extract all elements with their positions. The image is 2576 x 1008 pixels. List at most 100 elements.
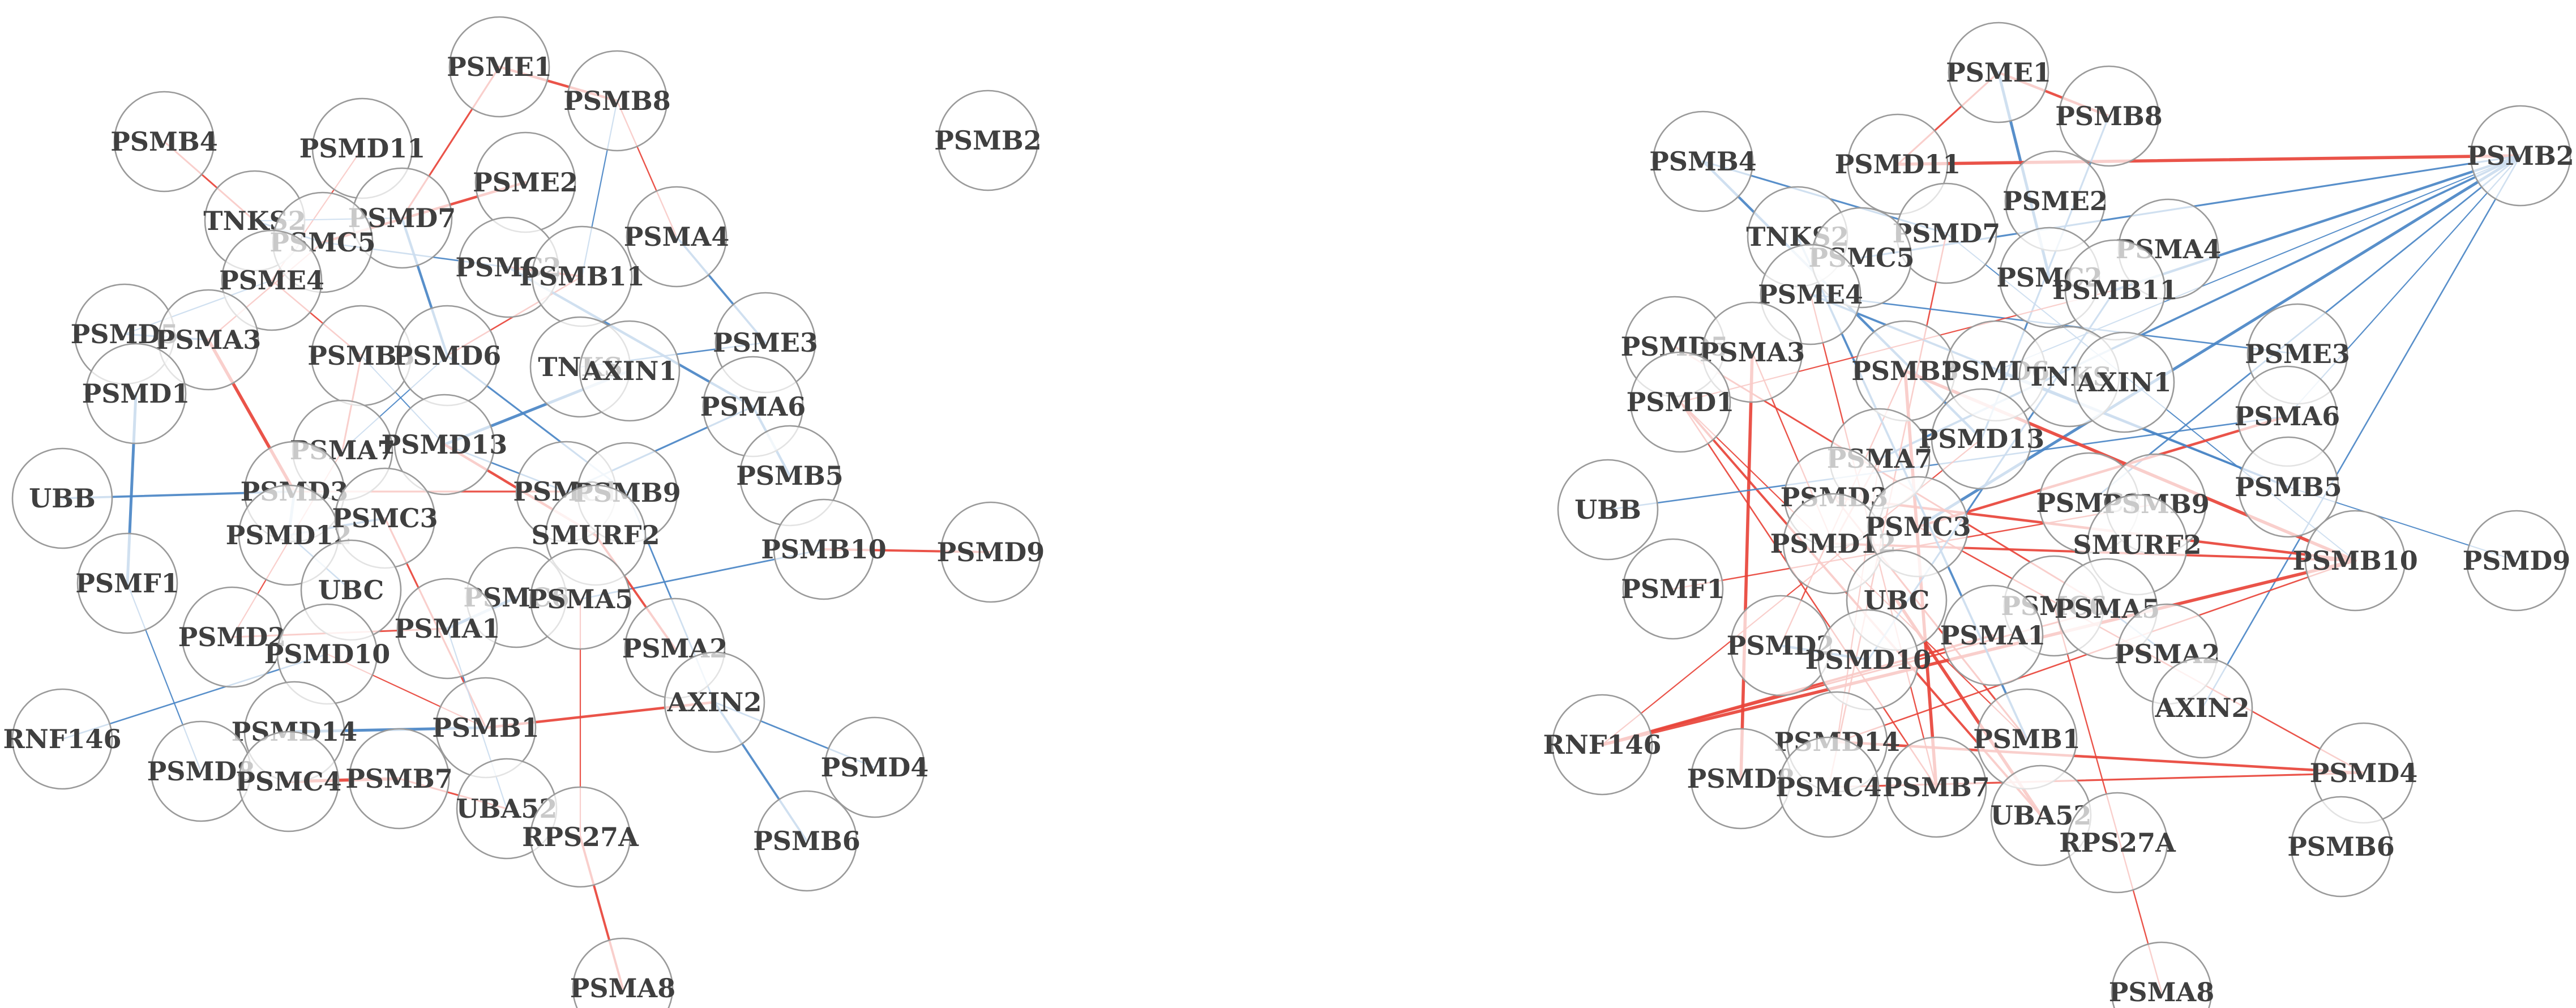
node-psmd7[interactable]: PSMD7	[348, 167, 456, 269]
node-label: PSMA6	[2235, 401, 2340, 432]
node-label: AXIN1	[2077, 367, 2172, 398]
node-psme2[interactable]: PSME2	[473, 131, 578, 233]
node-circle	[393, 394, 495, 496]
node-psmd2[interactable]: PSMD2	[1727, 595, 1835, 697]
node-psma5[interactable]: PSMA5	[528, 548, 633, 650]
node-label: PSMD9	[937, 537, 1045, 567]
node-psmb1[interactable]: PSMB1	[1973, 688, 2081, 790]
node-psmb7[interactable]: PSMB7	[345, 728, 453, 830]
node-psmd1[interactable]: PSMD1	[1627, 351, 1735, 453]
node-label: PSMB6	[753, 826, 861, 856]
node-ubb[interactable]: UBB	[11, 447, 113, 549]
node-psmd8[interactable]: PSMD8	[1687, 728, 1795, 830]
node-label: PSMB10	[2292, 545, 2418, 576]
node-label: PSMD9	[2463, 545, 2571, 576]
node-label: PSMB3	[1851, 356, 1959, 386]
node-label: PSMF1	[75, 568, 179, 599]
node-psma6[interactable]: PSMA6	[2235, 365, 2340, 467]
node-psmd4[interactable]: PSMD4	[821, 716, 929, 818]
edge-psmd1-psmb7	[1679, 401, 1937, 788]
node-psmd13[interactable]: PSMD13	[382, 394, 508, 496]
node-psma3[interactable]: PSMA3	[1700, 301, 1805, 403]
node-label: PSMB4	[1649, 146, 1757, 177]
node-label: PSMD8	[1687, 763, 1795, 794]
node-psme4[interactable]: PSME4	[219, 229, 324, 331]
node-psmd11[interactable]: PSMD11	[299, 97, 426, 199]
node-psmb2[interactable]: PSMB2	[934, 89, 1042, 191]
node-psmb11[interactable]: PSMB11	[2052, 239, 2178, 341]
node-psmb6[interactable]: PSMB6	[2287, 796, 2395, 898]
node-label: PSMA1	[1940, 620, 2046, 651]
node-psmb8[interactable]: PSMB8	[563, 50, 671, 152]
node-label: PSMB8	[563, 86, 671, 116]
node-psma1[interactable]: PSMA1	[1940, 584, 2046, 686]
node-ubb[interactable]: UBB	[1557, 459, 1659, 561]
node-psmb5[interactable]: PSMB5	[2235, 436, 2342, 538]
node-psmf1[interactable]: PSMF1	[1621, 538, 1725, 640]
node-label: PSMD10	[264, 639, 391, 669]
node-circle	[1622, 538, 1724, 640]
node-psmb10[interactable]: PSMB10	[2292, 510, 2418, 612]
node-psmd10[interactable]: PSMD10	[1805, 609, 1932, 711]
node-rps27a[interactable]: RPS27A	[522, 786, 639, 888]
node-psmc4[interactable]: PSMC4	[236, 731, 342, 832]
node-circle	[238, 731, 340, 832]
node-circle	[824, 716, 926, 818]
node-label: PSMA4	[624, 221, 729, 252]
node-psmb6[interactable]: PSMB6	[753, 790, 861, 892]
node-psmb4[interactable]: PSMB4	[110, 91, 218, 193]
node-psma4[interactable]: PSMA4	[624, 186, 729, 288]
node-axin1[interactable]: AXIN1	[2073, 331, 2175, 433]
node-axin2[interactable]: AXIN2	[664, 651, 765, 753]
node-psmb10[interactable]: PSMB10	[761, 498, 887, 600]
node-label: PSMB2	[2467, 140, 2574, 171]
node-psmd9[interactable]: PSMD9	[937, 501, 1045, 603]
node-psmb3[interactable]: PSMB3	[1851, 320, 1959, 422]
node-psma3[interactable]: PSMA3	[156, 289, 261, 391]
node-label: AXIN2	[667, 687, 762, 717]
node-psme1[interactable]: PSME1	[1946, 22, 2051, 123]
node-psma8[interactable]: PSMA8	[2109, 941, 2214, 1008]
node-psmb1[interactable]: PSMB1	[432, 677, 540, 779]
node-label: PSMD6	[393, 340, 502, 371]
node-psmd2[interactable]: PSMD2	[178, 586, 286, 688]
node-psma8[interactable]: PSMA8	[570, 937, 675, 1008]
node-psme1[interactable]: PSME1	[447, 16, 552, 118]
node-psme2[interactable]: PSME2	[2002, 150, 2108, 252]
node-psmc4[interactable]: PSMC4	[1775, 736, 1882, 838]
node-circle	[2304, 510, 2406, 612]
node-psmd8[interactable]: PSMD8	[147, 720, 255, 822]
node-psmd1[interactable]: PSMD1	[82, 343, 190, 445]
edge-psmd11-psmb2	[1896, 154, 2522, 166]
edge-psmb2-axin2	[2201, 155, 2522, 709]
node-psmb2[interactable]: PSMB2	[2467, 105, 2574, 207]
node-label: PSMD13	[1919, 424, 2045, 454]
node-circle	[1557, 459, 1659, 561]
node-rnf146[interactable]: RNF146	[3, 688, 122, 790]
node-rps27a[interactable]: RPS27A	[2059, 792, 2176, 894]
node-psma1[interactable]: PSMA1	[395, 578, 500, 680]
node-label: PSMD10	[1805, 644, 1932, 675]
node-axin2[interactable]: AXIN2	[2151, 657, 2253, 759]
node-circle	[1629, 351, 1731, 453]
node-psmd13[interactable]: PSMD13	[1919, 388, 2045, 490]
node-axin1[interactable]: AXIN1	[579, 320, 681, 422]
node-label: PSMC3	[1865, 511, 1971, 542]
node-psmd6[interactable]: PSMD6	[393, 305, 502, 407]
node-psmb7[interactable]: PSMB7	[1882, 736, 1990, 838]
node-psmb11[interactable]: PSMB11	[519, 225, 645, 327]
node-label: RPS27A	[522, 822, 639, 852]
node-psmf1[interactable]: PSMF1	[75, 532, 179, 634]
node-label: PSMB2	[934, 125, 1042, 156]
node-rnf146[interactable]: RNF146	[1543, 694, 1662, 796]
node-circle	[396, 578, 498, 680]
node-label: PSMD2	[1727, 630, 1835, 661]
node-circle	[756, 790, 858, 892]
node-psmd9[interactable]: PSMD9	[2463, 510, 2571, 612]
node-psmb8[interactable]: PSMB8	[2055, 65, 2163, 167]
node-label: PSMA8	[570, 973, 675, 1003]
node-label: AXIN1	[582, 356, 677, 386]
node-label: PSME2	[473, 167, 578, 198]
node-psmb4[interactable]: PSMB4	[1649, 110, 1757, 212]
